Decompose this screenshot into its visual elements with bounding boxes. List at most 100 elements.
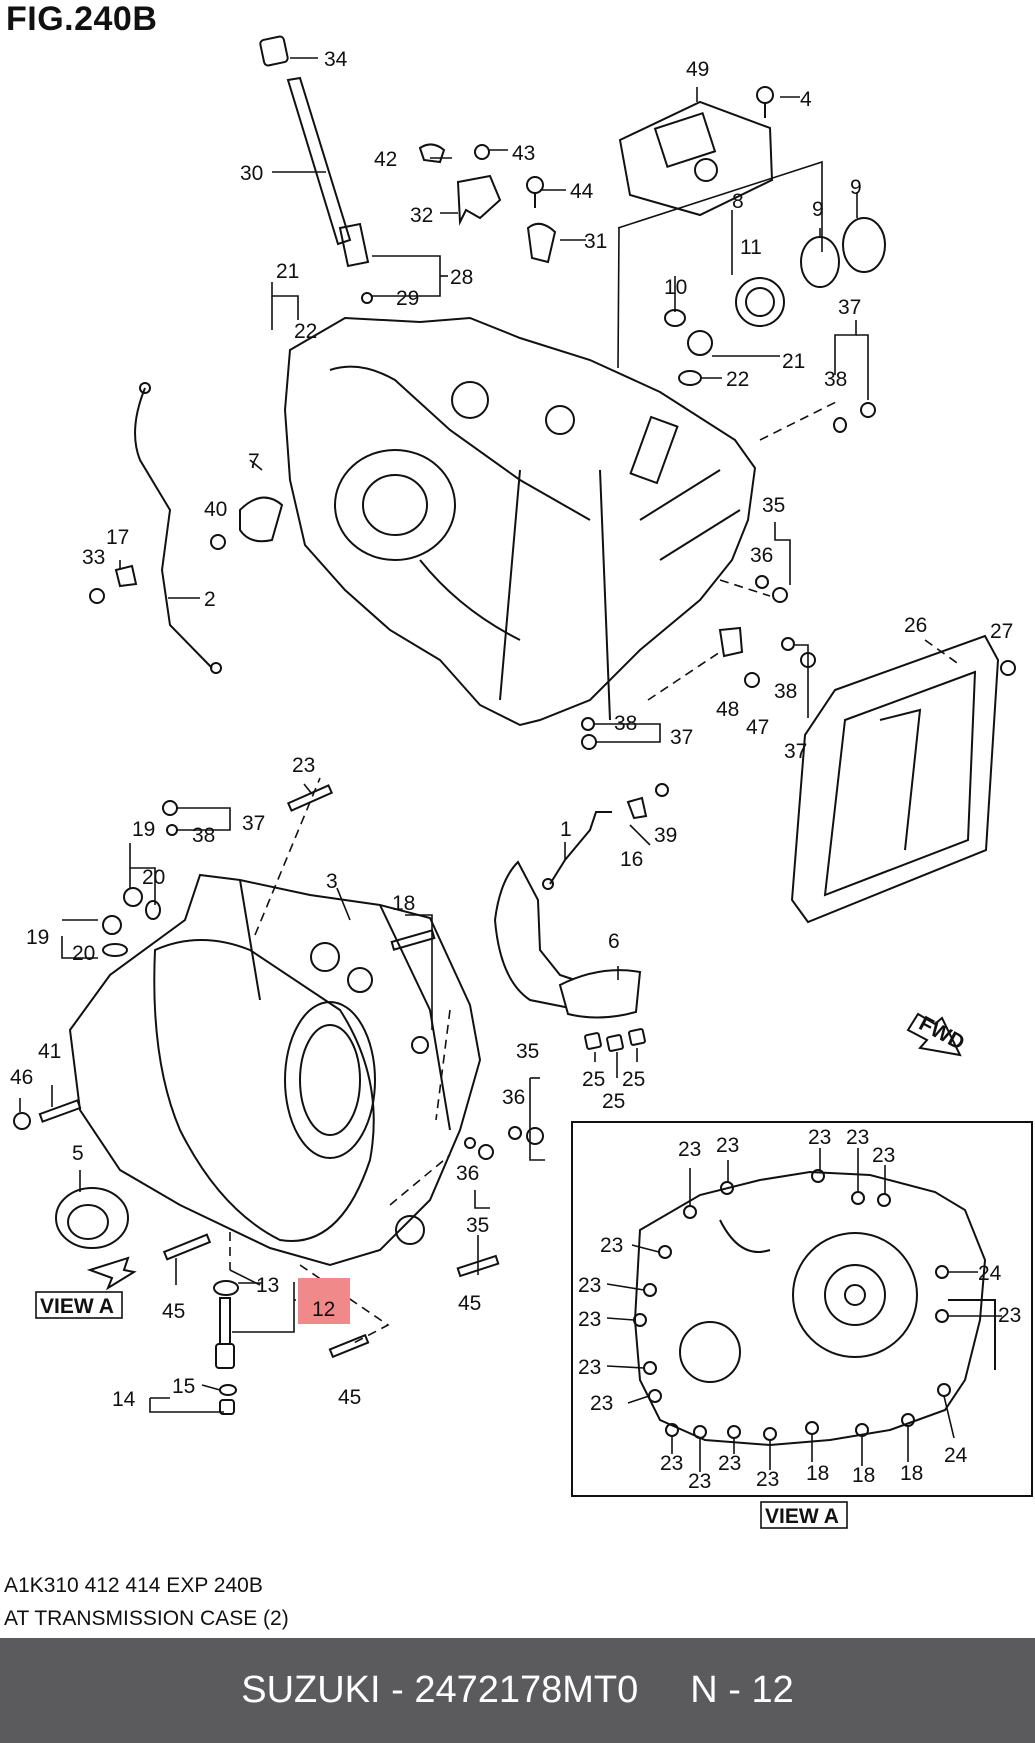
callout-37-d: 37 (242, 812, 265, 835)
callout-35-c: 35 (466, 1214, 489, 1237)
callout-17: 17 (106, 526, 129, 549)
callout-8: 8 (732, 190, 744, 213)
callout-34: 34 (324, 48, 348, 71)
view-a-label-left: VIEW A (35, 1291, 123, 1319)
callout-41: 41 (38, 1040, 61, 1063)
part-number-text: SUZUKI - 2472178MT0 (241, 1669, 639, 1711)
callout-38-c: 38 (614, 712, 637, 735)
view-a-callout-23-i: 23 (578, 1356, 601, 1379)
callout-40: 40 (204, 498, 227, 521)
callout-36-c: 36 (456, 1162, 479, 1185)
callout-38-b: 38 (774, 680, 797, 703)
callout-36-a: 36 (750, 544, 773, 567)
callout-27: 27 (990, 620, 1013, 643)
callout-3: 3 (326, 870, 338, 893)
view-a-text-inset: VIEW A (765, 1505, 839, 1528)
callout-19-a: 19 (132, 818, 155, 841)
breather-pipe (134, 382, 222, 674)
view-a-callout-23-h: 23 (578, 1308, 601, 1331)
callout-37-c: 37 (670, 726, 693, 749)
callout-25-c: 25 (622, 1068, 645, 1091)
view-a-callout-23-m: 23 (688, 1470, 711, 1493)
converter-housing (68, 873, 482, 1267)
callout-31: 31 (584, 230, 607, 253)
callout-49: 49 (686, 58, 709, 81)
page-number-text: N - 12 (690, 1669, 794, 1711)
callout-12: 12 (312, 1298, 335, 1321)
view-a-callout-23-k: 23 (660, 1452, 683, 1475)
footer-description: AT TRANSMISSION CASE (2) (4, 1607, 289, 1630)
view-a-callout-23-d: 23 (846, 1126, 869, 1149)
callout-21-right: 21 (782, 350, 805, 373)
callout-15: 15 (172, 1375, 195, 1398)
fwd-arrow: FWD (906, 1012, 968, 1057)
callout-33: 33 (82, 546, 105, 569)
callout-21-left: 21 (276, 260, 299, 283)
callout-numbers: 34 30 42 43 44 32 31 28 29 21 22 49 4 8 … (10, 48, 1021, 1493)
view-a-callout-23-a: 23 (678, 1138, 701, 1161)
callout-9-left: 9 (812, 198, 824, 221)
callout-13: 13 (256, 1274, 279, 1297)
view-a-callout-24-b: 24 (944, 1444, 968, 1467)
highlight-box-12 (298, 1278, 350, 1324)
callout-22-right: 22 (726, 368, 749, 391)
view-a-callout-23-c: 23 (808, 1126, 831, 1149)
callout-45-b: 45 (458, 1292, 481, 1315)
callout-22-left: 22 (294, 320, 317, 343)
view-a-callout-23-f: 23 (600, 1234, 623, 1257)
transmission-case-upper (283, 316, 757, 727)
callout-32: 32 (410, 204, 433, 227)
view-a-leaders (606, 1148, 1002, 1472)
callout-19-b: 19 (26, 926, 49, 949)
callout-18-a: 18 (392, 892, 415, 915)
selector-shaft (259, 35, 373, 304)
callout-25-a: 25 (582, 1068, 605, 1091)
callout-38-a: 38 (824, 368, 847, 391)
figure-title: FIG.240B (6, 0, 158, 38)
callout-36-b: 36 (502, 1086, 525, 1109)
callout-25-b: 25 (602, 1090, 625, 1113)
baffle-plates (493, 860, 646, 1052)
view-a-callout-23-j: 23 (590, 1392, 613, 1415)
callout-5: 5 (72, 1142, 84, 1165)
callout-35-b: 35 (516, 1040, 539, 1063)
view-a-callout-23-o: 23 (756, 1468, 779, 1491)
callout-46: 46 (10, 1066, 33, 1089)
view-a-callout-18-a: 18 (806, 1462, 829, 1485)
callout-7: 7 (248, 450, 260, 473)
left-small-parts (89, 496, 284, 604)
callout-45-a: 45 (162, 1300, 185, 1323)
bottom-left-parts (13, 784, 544, 1415)
bracket-parts (418, 143, 557, 264)
view-a-label-inset: VIEW A (760, 1501, 848, 1529)
callout-35-a: 35 (762, 494, 785, 517)
callout-11: 11 (740, 236, 762, 259)
callout-26: 26 (904, 614, 927, 637)
view-a-callout-18-b: 18 (852, 1464, 875, 1487)
callout-37-b: 37 (784, 740, 807, 763)
callout-23-a: 23 (292, 754, 315, 777)
callout-47: 47 (746, 716, 769, 739)
callout-9-right: 9 (850, 176, 862, 199)
callout-37-a: 37 (838, 296, 861, 319)
callout-48: 48 (716, 698, 739, 721)
view-a-callout-23-e: 23 (872, 1144, 895, 1167)
callout-10: 10 (664, 276, 687, 299)
callout-30: 30 (240, 162, 263, 185)
callout-6: 6 (608, 930, 620, 953)
view-a-text-left: VIEW A (40, 1295, 114, 1318)
view-a-callout-23-l: 23 (998, 1304, 1021, 1327)
leader-lines-top (119, 57, 961, 743)
oil-pipe-parts (542, 783, 669, 890)
view-a-inset (571, 1121, 1033, 1497)
view-a-callout-23-g: 23 (578, 1274, 601, 1297)
callout-28: 28 (450, 266, 473, 289)
callout-16: 16 (620, 848, 643, 871)
bottom-info-bar: SUZUKI - 2472178MT0 N - 12 (0, 1638, 1035, 1743)
callout-1: 1 (560, 818, 572, 841)
callout-39: 39 (654, 824, 677, 847)
view-a-callout-24-a: 24 (978, 1262, 1002, 1285)
callout-20-a: 20 (142, 866, 165, 889)
callout-38-d: 38 (192, 824, 215, 847)
